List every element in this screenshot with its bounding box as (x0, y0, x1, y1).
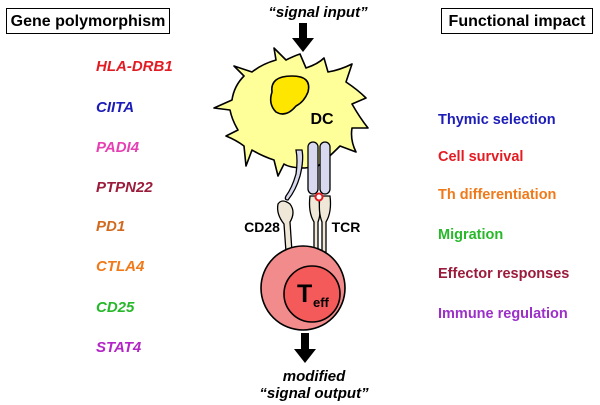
gene-label-ciita: CIITA (96, 99, 135, 116)
gene-label-hla-drb1: HLA-DRB1 (96, 58, 173, 75)
impact-label-effector-responses: Effector responses (438, 266, 570, 282)
peptide-dot (314, 192, 324, 202)
gene-label-ptpn22: PTPN22 (96, 179, 153, 196)
functional-impact-header: Functional impact (441, 8, 593, 34)
cd28-receptor (276, 200, 294, 253)
dc-ligand-left (284, 149, 304, 201)
signal-output-line1: modified (283, 368, 346, 385)
signal-input-arrow (292, 23, 314, 52)
teff-label-sub: eff (313, 295, 330, 310)
impact-label-thymic-selection: Thymic selection (438, 112, 556, 128)
signal-output-arrow (294, 333, 316, 363)
tcr-right-chain (318, 195, 332, 253)
tcr-left-chain (308, 195, 321, 253)
dendritic-cell-body (213, 47, 369, 177)
impact-label-migration: Migration (438, 227, 504, 243)
teff-nucleus (283, 265, 341, 323)
impact-label-immune-regulation: Immune regulation (438, 306, 568, 322)
dc-label: DC (310, 111, 334, 128)
impact-label-th-differentiation: Th differentiation (438, 187, 557, 203)
gene-label-padi4: PADI4 (96, 139, 140, 156)
tcr-label: TCR (332, 219, 361, 235)
gene-label-stat4: STAT4 (96, 339, 142, 356)
mhc-right-chain (319, 141, 331, 195)
cd28-label: CD28 (244, 219, 280, 235)
gene-label-cd25: CD25 (96, 299, 135, 316)
teff-label-main: T (297, 280, 312, 308)
signal-output-line2: “signal output” (259, 385, 369, 402)
gene-polymorphism-header: Gene polymorphism (6, 8, 170, 34)
gene-label-pd1: PD1 (96, 218, 126, 235)
dc-nucleus (269, 75, 310, 115)
impact-label-cell-survival: Cell survival (438, 149, 524, 165)
signal-input-label: “signal input” (268, 4, 368, 21)
mhc-left-chain (307, 141, 319, 195)
gene-label-ctla4: CTLA4 (96, 258, 145, 275)
